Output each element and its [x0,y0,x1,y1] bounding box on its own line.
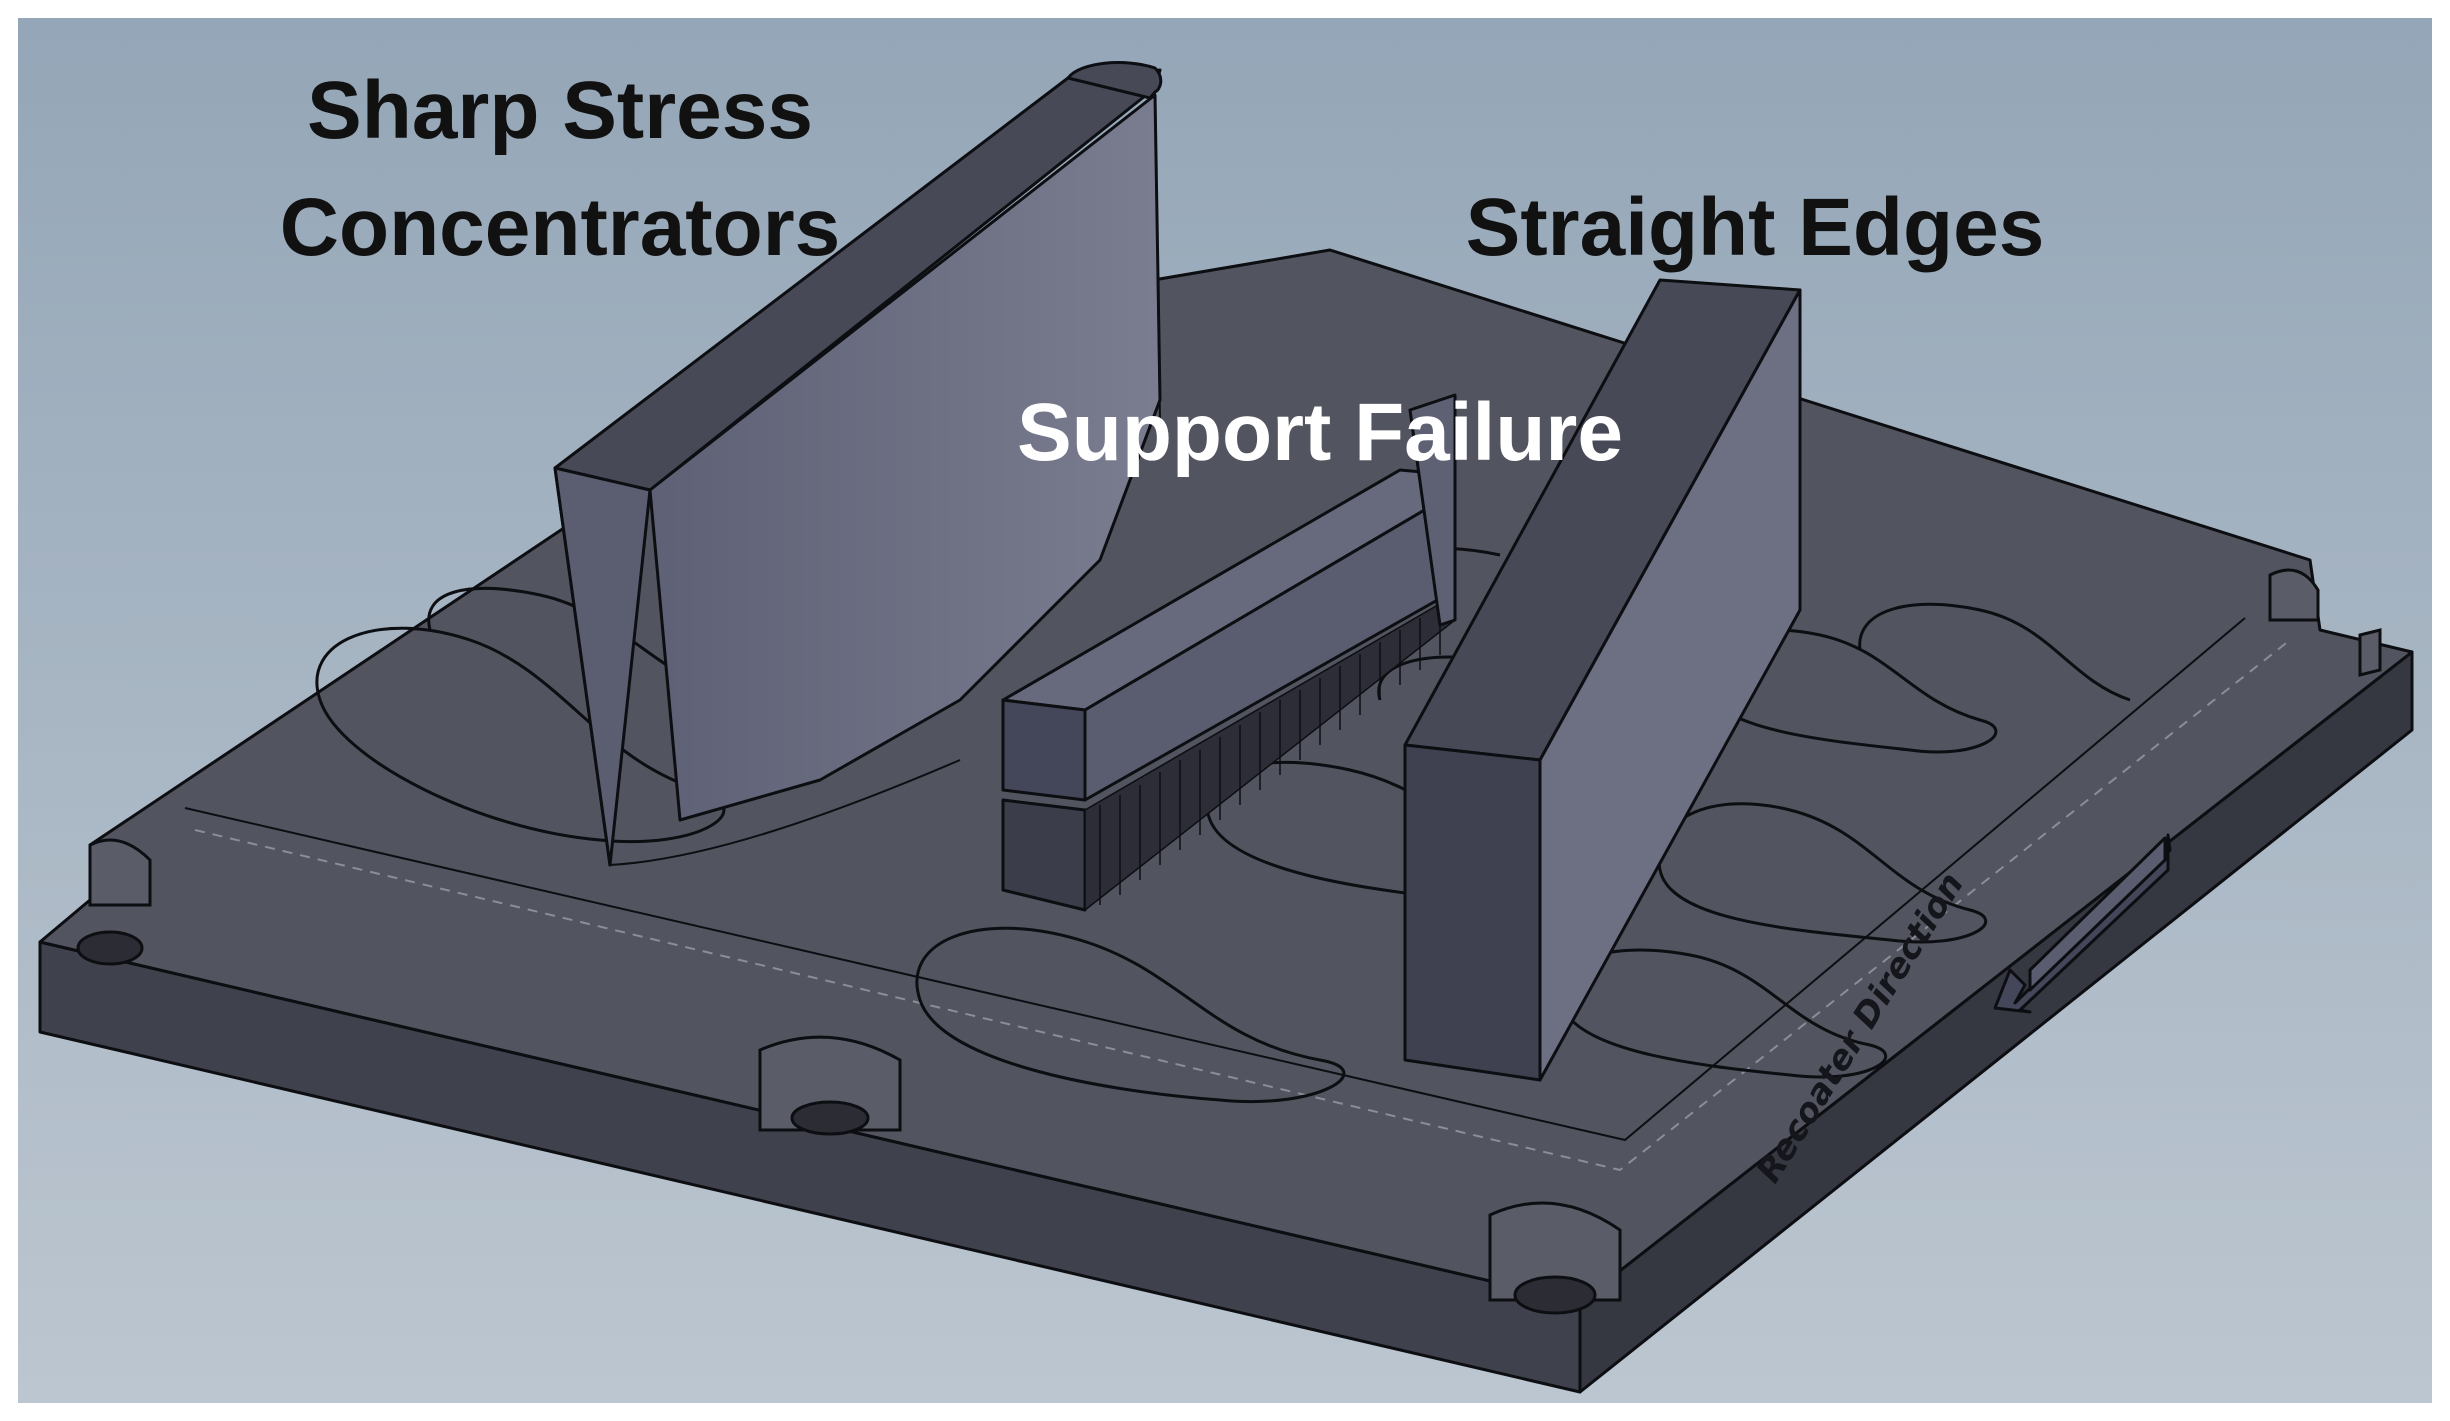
slab-side-face [1538,288,1802,1082]
plate-dashed-border [194,639,2291,1171]
support-block-front [1001,698,1087,802]
fin-point-right [553,466,652,867]
support-failure-part [1001,393,1457,912]
sharp-stress-part [553,61,1163,867]
recoater-direction-arrow-icon [1993,833,2172,1014]
slab-front-face [1403,743,1542,1082]
support-column-front [1001,798,1087,912]
bolt-hole-icon [76,838,152,966]
label-support-failure: Support Failure [1017,387,1623,478]
straight-edges-part [1403,278,1802,1082]
label-sharp-stress-line2: Concentrators [280,182,840,273]
support-riser-back [1408,393,1457,627]
fin-rounded-end [1066,61,1163,100]
bolt-holes [76,568,2320,1315]
label-straight-edges: Straight Edges [1466,182,2045,273]
bolt-hole-icon [2268,568,2320,622]
plate-ledge-line [184,617,2246,1141]
label-sharp-stress-line1: Sharp Stress [307,65,813,156]
bolt-hole-icon [1488,1201,1622,1315]
bolt-hole-icon [758,1035,902,1136]
plate-notch [2358,628,2382,677]
